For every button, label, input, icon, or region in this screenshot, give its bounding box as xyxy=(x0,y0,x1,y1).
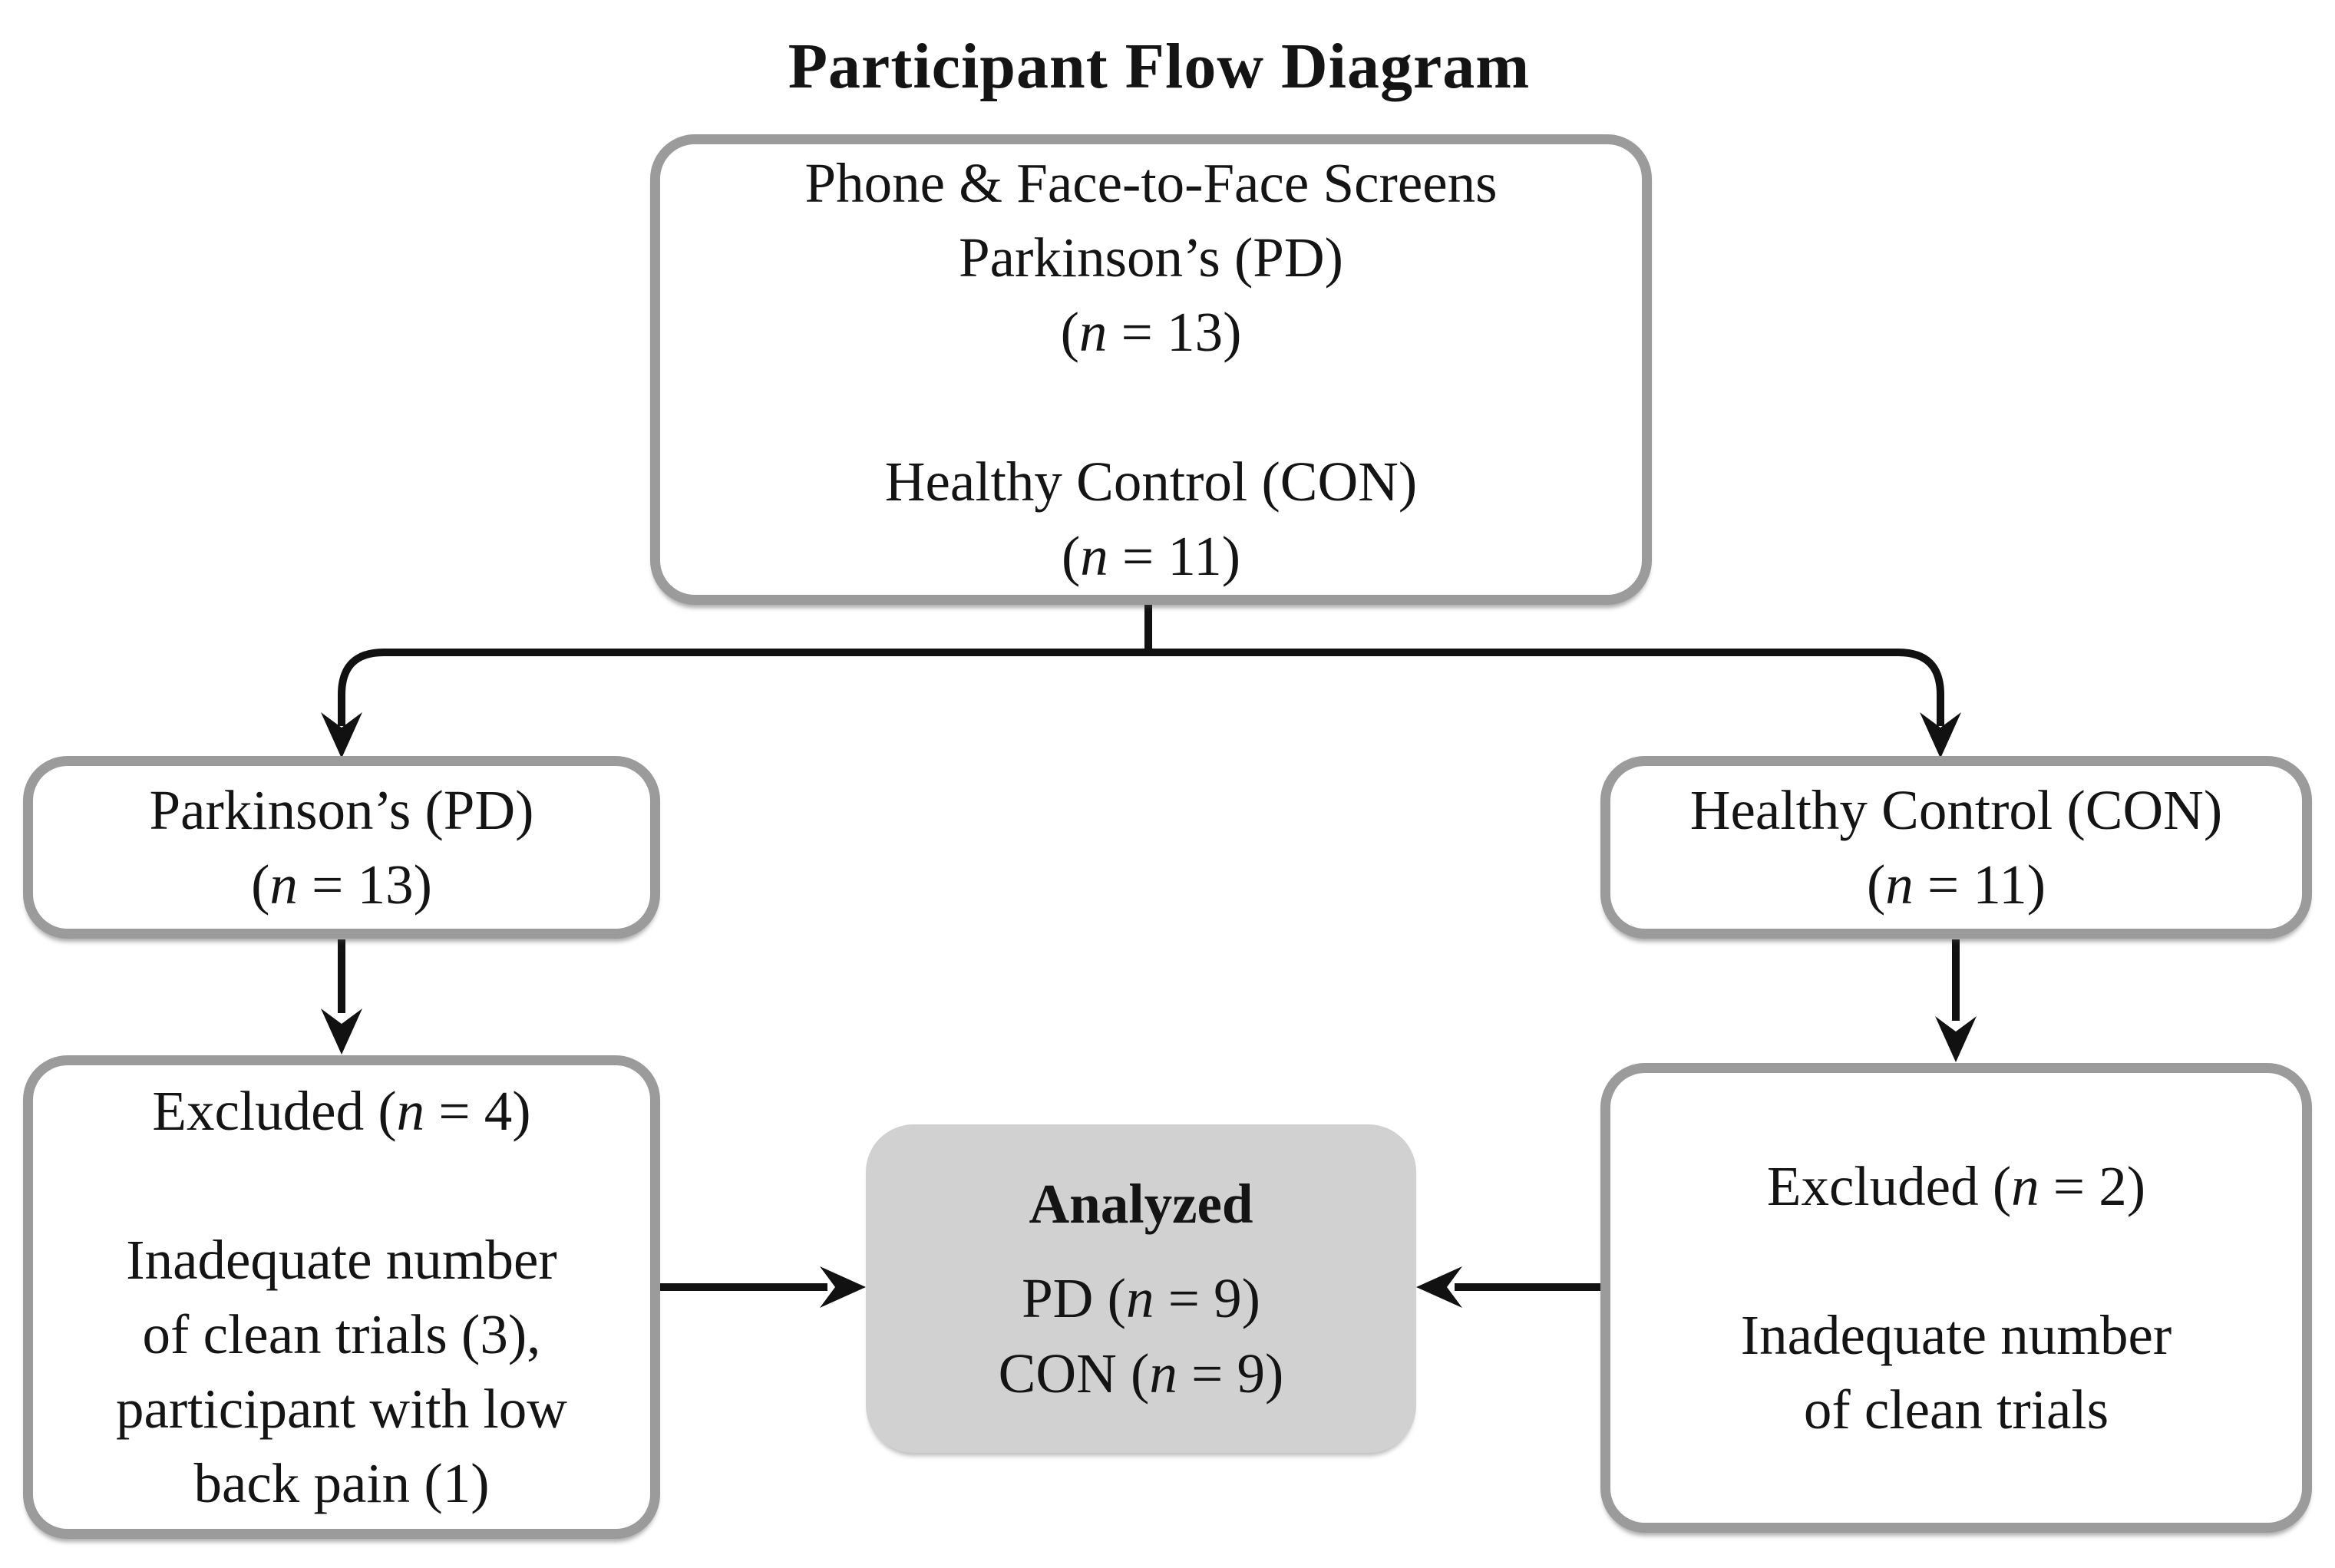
text-line: Excluded (n = 2) xyxy=(1767,1149,2145,1223)
text-segment: PD ( xyxy=(1022,1267,1126,1330)
text-segment: n xyxy=(2011,1154,2039,1217)
text-segment: Inadequate number xyxy=(1740,1304,2172,1366)
text-segment: = 4) xyxy=(424,1079,531,1142)
text-segment: n xyxy=(269,853,298,916)
text-segment: back pain (1) xyxy=(193,1452,490,1515)
pd-group-box: Parkinson’s (PD)(n = 13) xyxy=(23,756,660,939)
text-segment: n xyxy=(1080,524,1108,587)
text-line: Phone & Face-to-Face Screens xyxy=(804,146,1497,220)
text-segment: Parkinson’s (PD) xyxy=(149,778,534,841)
text-segment: Parkinson’s (PD) xyxy=(959,226,1343,289)
text-segment xyxy=(1144,376,1158,438)
text-line: of clean trials xyxy=(1804,1372,2109,1447)
text-line: (n = 11) xyxy=(1062,519,1240,593)
arrowhead-to-pd xyxy=(321,712,362,758)
text-line xyxy=(1949,1223,1963,1298)
text-line: PD (n = 9) xyxy=(1022,1261,1260,1335)
text-line: back pain (1) xyxy=(193,1446,489,1520)
text-line: Excluded (n = 4) xyxy=(152,1074,530,1148)
text-segment xyxy=(335,1154,348,1216)
text-segment: = 11) xyxy=(1913,853,2046,916)
text-line: (n = 13) xyxy=(1061,295,1242,369)
text-line: Inadequate number xyxy=(126,1223,557,1297)
text-line: of clean trials (3), xyxy=(143,1297,541,1372)
excluded-con-box: Excluded (n = 2) Inadequate number of cle… xyxy=(1600,1063,2312,1533)
text-line: Healthy Control (CON) xyxy=(1690,773,2222,847)
text-segment: ( xyxy=(251,853,270,916)
text-segment: Inadequate number xyxy=(126,1228,557,1291)
text-segment: Phone & Face-to-Face Screens xyxy=(804,152,1498,215)
text-segment: = 2) xyxy=(2039,1154,2146,1217)
text-segment: ( xyxy=(1060,301,1079,364)
text-segment xyxy=(1949,1230,1963,1292)
text-segment: = 11) xyxy=(1108,524,1241,587)
text-segment: n xyxy=(1125,1267,1154,1330)
text-segment: n xyxy=(1078,301,1108,364)
text-segment: n xyxy=(1885,853,1914,916)
text-segment: n xyxy=(1149,1342,1177,1405)
text-segment: Analyzed xyxy=(1029,1173,1253,1236)
text-segment: participant with low xyxy=(116,1378,567,1441)
text-line: Inadequate number xyxy=(1741,1298,2172,1372)
excluded-pd-box: Excluded (n = 4) Inadequate number of cle… xyxy=(23,1055,660,1539)
text-line: Healthy Control (CON) xyxy=(885,444,1417,519)
text-line: (n = 11) xyxy=(1867,847,2046,922)
text-segment: n xyxy=(396,1079,425,1142)
branch-connector-line xyxy=(338,649,1944,726)
arrowhead-to-excluded-pd xyxy=(321,1008,362,1055)
text-segment: Healthy Control (CON) xyxy=(1689,778,2223,841)
text-line: participant with low xyxy=(116,1372,567,1446)
text-line: (n = 13) xyxy=(251,847,432,922)
text-segment: = 13) xyxy=(1107,301,1242,364)
text-segment: ( xyxy=(1866,853,1886,916)
arrowhead-to-con xyxy=(1920,712,1961,758)
con-group-box: Healthy Control (CON)(n = 11) xyxy=(1600,756,2312,939)
diagram-title: Participant Flow Diagram xyxy=(788,31,1531,102)
text-line: Parkinson’s (PD) xyxy=(150,773,534,847)
text-segment: CON ( xyxy=(998,1342,1150,1405)
text-line xyxy=(335,1148,348,1223)
text-segment: Excluded ( xyxy=(152,1079,397,1142)
text-segment: = 13) xyxy=(297,853,432,916)
text-line: Parkinson’s (PD) xyxy=(959,220,1343,295)
text-line: CON (n = 9) xyxy=(999,1336,1284,1411)
text-segment: Excluded ( xyxy=(1766,1154,2012,1217)
text-segment: = 9) xyxy=(1154,1267,1260,1330)
text-line: Analyzed xyxy=(1029,1167,1253,1241)
text-segment: of clean trials xyxy=(1803,1378,2109,1441)
text-segment: Healthy Control (CON) xyxy=(884,450,1418,513)
arrowhead-to-excluded-con xyxy=(1935,1016,1977,1062)
text-line xyxy=(1144,370,1158,444)
arrowhead-to-analyzed-right xyxy=(1416,1266,1462,1308)
text-segment: of clean trials (3), xyxy=(142,1303,541,1365)
arrowhead-to-analyzed-left xyxy=(820,1266,866,1308)
text-segment: = 9) xyxy=(1177,1342,1284,1405)
text-segment: ( xyxy=(1061,524,1081,587)
